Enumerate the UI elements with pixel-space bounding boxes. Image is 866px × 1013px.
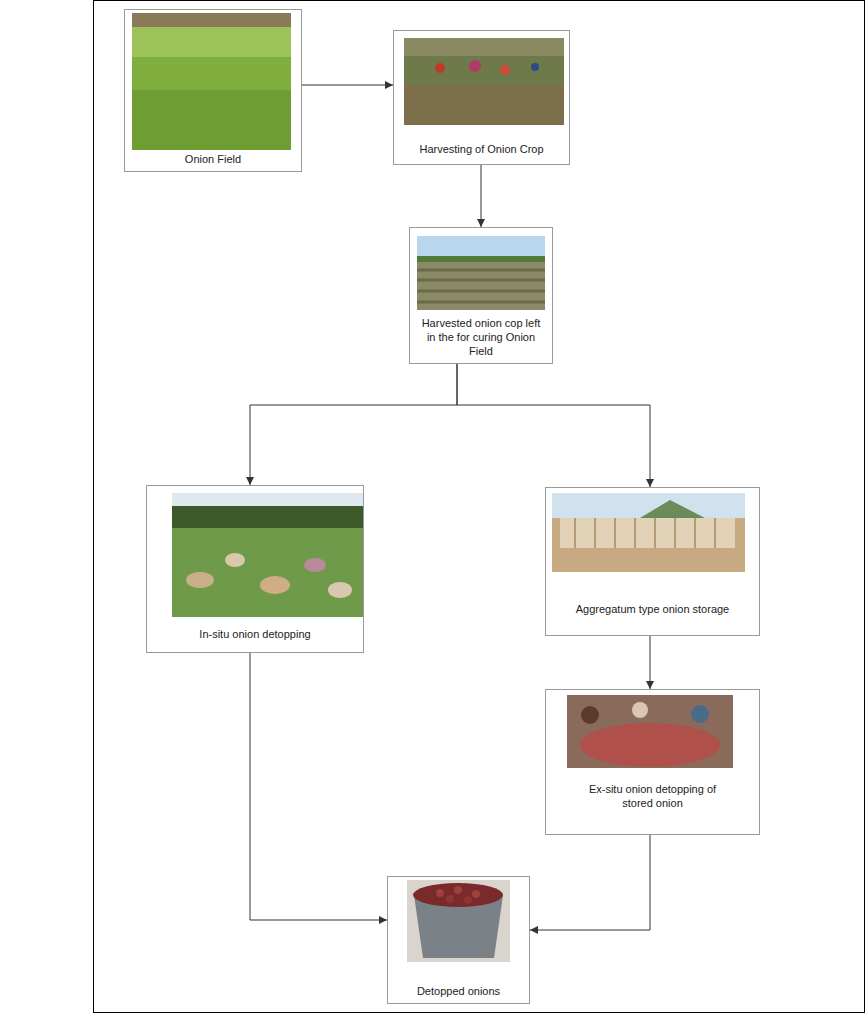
caption-text: Harvesting of Onion Crop xyxy=(399,142,564,156)
onion xyxy=(464,896,472,904)
photo-soil xyxy=(404,85,564,125)
curing-field-photo xyxy=(417,236,545,310)
photo-horizon xyxy=(132,13,291,27)
process-box: Detopped onions xyxy=(387,876,530,1004)
ex-situ-detopping-photo xyxy=(567,695,733,768)
photo-horizon xyxy=(417,256,545,262)
worker-figure xyxy=(304,558,326,572)
storage-sacks xyxy=(560,518,735,548)
flow-arrow xyxy=(457,364,650,487)
photo-ground xyxy=(567,695,733,768)
photo-hill xyxy=(640,500,705,518)
worker-figure xyxy=(186,572,214,588)
photo-ground xyxy=(172,493,364,617)
process-box: Onion Field xyxy=(124,9,302,172)
storage-photo xyxy=(552,493,745,572)
worker-figure xyxy=(581,706,599,724)
caption-text: Ex-situ onion detopping of stored onion xyxy=(578,782,728,810)
caption-text: Harvested onion cop left in the for curi… xyxy=(416,316,546,358)
worker-figure xyxy=(531,63,539,71)
photo-horizon xyxy=(404,38,564,56)
process-box: Aggregatum type onion storage xyxy=(545,487,760,636)
photo-field xyxy=(132,27,291,57)
onion-field-photo xyxy=(132,13,291,150)
crop-rows xyxy=(417,270,545,302)
onion xyxy=(436,889,444,897)
flow-arrow xyxy=(530,835,650,930)
flow-arrow xyxy=(481,165,482,227)
photo-ground xyxy=(407,880,510,962)
worker-figure xyxy=(632,702,648,718)
onion xyxy=(472,890,480,898)
outer-frame xyxy=(94,1,865,1013)
caption-text: Onion Field xyxy=(133,152,293,166)
onion xyxy=(446,895,454,903)
onion-pile xyxy=(413,883,503,907)
worker-figure xyxy=(260,576,290,594)
caption-text: In-situ onion detopping xyxy=(155,627,355,641)
flow-arrow xyxy=(650,636,651,689)
in-situ-detopping-photo xyxy=(172,493,364,617)
process-box: In-situ onion detopping xyxy=(146,485,364,653)
caption-text: Detopped onions xyxy=(394,984,524,998)
process-box: Ex-situ onion detopping of stored onion xyxy=(545,689,760,835)
worker-figure xyxy=(469,60,481,72)
worker-figure xyxy=(435,63,445,73)
photo-field xyxy=(132,90,291,150)
detopped-onions-photo xyxy=(407,880,510,962)
photo-sky xyxy=(552,493,745,518)
onion xyxy=(454,886,462,894)
worker-figure xyxy=(225,553,245,567)
photo-sky xyxy=(417,236,545,256)
worker-figure xyxy=(691,705,709,723)
photo-ground xyxy=(404,38,564,125)
worker-figure xyxy=(328,582,352,598)
photo-trees xyxy=(172,506,364,528)
process-box: Harvested onion cop left in the for curi… xyxy=(409,227,553,364)
sack-rows xyxy=(575,518,715,548)
flow-arrow xyxy=(302,85,393,86)
photo-ground xyxy=(552,493,745,572)
harvesting-photo xyxy=(404,38,564,125)
worker-figure xyxy=(500,65,510,75)
process-box: Harvesting of Onion Crop xyxy=(393,30,570,165)
flow-arrow xyxy=(250,653,387,920)
photo-ground xyxy=(132,13,291,150)
onion-heap xyxy=(580,723,720,767)
photo-ground xyxy=(417,236,545,310)
flow-arrow xyxy=(250,364,457,485)
caption-text: Aggregatum type onion storage xyxy=(553,602,753,616)
